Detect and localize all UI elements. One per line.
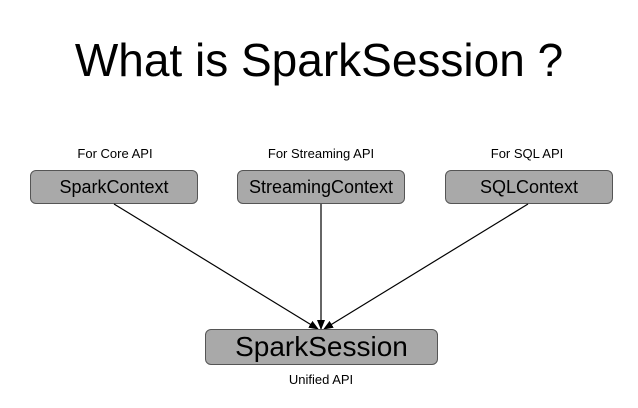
spark-context-node: SparkContext — [30, 170, 198, 204]
streaming-context-label: StreamingContext — [248, 176, 394, 197]
spark-context-label: SparkContext — [59, 176, 169, 197]
spark-context-caption: For Core API — [77, 146, 153, 161]
spark-session-label: SparkSession — [235, 331, 408, 362]
sql-context-caption: For SQL API — [490, 146, 564, 161]
streaming-context-node: StreamingContext — [237, 170, 405, 204]
sql-context-label: SQLContext — [479, 176, 579, 197]
diagram-title: What is SparkSession ? — [74, 34, 564, 86]
arrow-sqlcontext-to-sparksession — [323, 203, 529, 330]
streaming-context-caption: For Streaming API — [267, 146, 375, 161]
sql-context-node: SQLContext — [445, 170, 613, 204]
arrow-sparkcontext-to-sparksession — [113, 203, 319, 330]
spark-session-caption: Unified API — [288, 372, 354, 387]
spark-session-node: SparkSession — [205, 329, 438, 365]
